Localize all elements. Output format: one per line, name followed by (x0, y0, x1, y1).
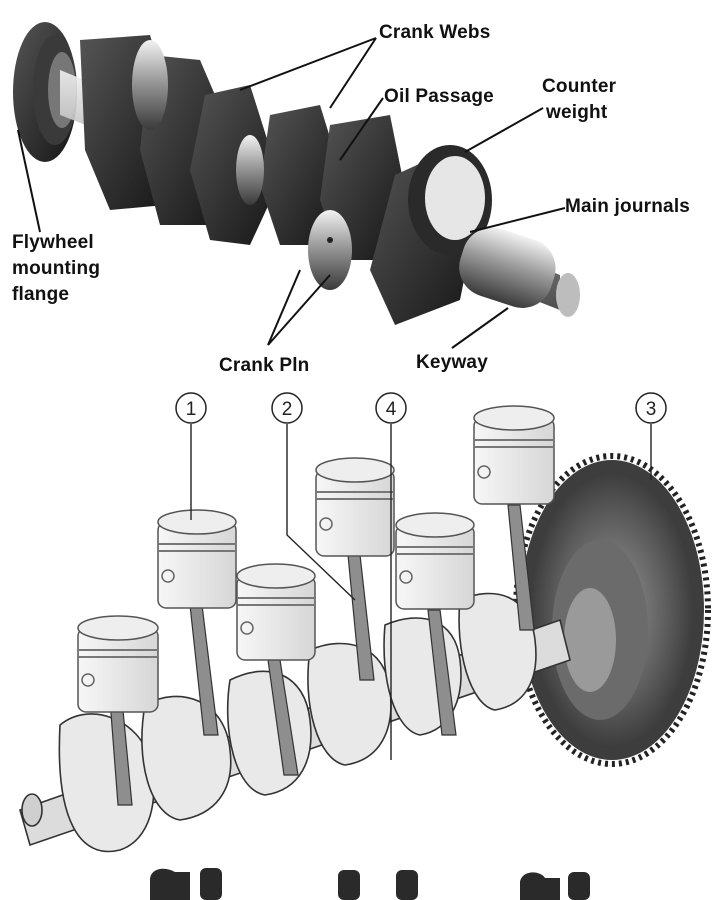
number-callout-lines (190, 424, 652, 760)
piston-2 (157, 509, 237, 609)
piston-4 (315, 457, 395, 557)
crank-pin-photo (308, 210, 352, 290)
main-journal (459, 227, 556, 308)
crankshaft-photo (13, 22, 580, 325)
bottom-cropped-parts (150, 868, 590, 900)
piston-1 (77, 615, 159, 713)
label-keyway: Keyway (416, 352, 488, 373)
label-flywheel-line3: flange (12, 284, 70, 305)
label-flywheel-line1: Flywheel (12, 232, 94, 253)
label-counter-weight-line1: Counter (542, 76, 617, 97)
number-callouts: 1 2 4 3 (175, 392, 667, 424)
label-counter-weight-line2: weight (546, 102, 608, 123)
label-main-journals: Main journals (565, 196, 691, 217)
piston-assembly: 1 2 4 3 (19, 392, 711, 853)
pistons (77, 405, 555, 713)
label-flywheel-line2: mounting (12, 258, 101, 279)
callout-3-number: 3 (646, 399, 657, 420)
label-oil-passage: Oil Passage (384, 86, 494, 107)
top-callout-lines (17, 37, 566, 349)
piston-6 (473, 405, 555, 505)
callout-1: 1 (175, 392, 207, 424)
piston-5 (395, 512, 475, 610)
oil-hole (327, 237, 333, 243)
callout-2: 2 (271, 392, 303, 424)
flywheel-flange (13, 22, 77, 162)
callout-4: 4 (375, 392, 407, 424)
flywheel (513, 453, 711, 767)
callout-1-number: 1 (186, 399, 197, 420)
callout-2-number: 2 (282, 399, 293, 420)
callout-3: 3 (635, 392, 667, 424)
label-crank-webs: Crank Webs (379, 22, 491, 43)
label-crank-pin: Crank Pln (219, 355, 310, 376)
piston-3 (236, 563, 316, 661)
callout-4-number: 4 (386, 399, 397, 420)
